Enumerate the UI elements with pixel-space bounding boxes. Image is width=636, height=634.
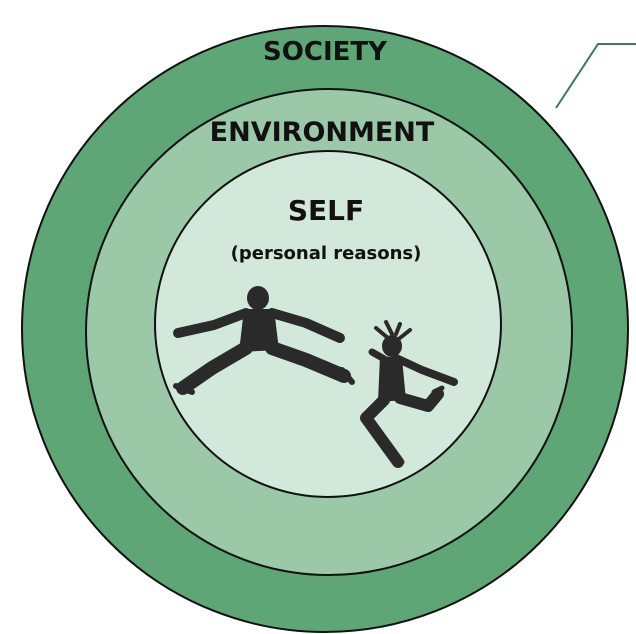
environment-label: ENVIRONMENT xyxy=(210,117,435,148)
self-circle xyxy=(154,150,502,498)
callout-line xyxy=(555,43,636,109)
self-label: SELF xyxy=(288,194,364,227)
jumping-person-icon xyxy=(173,286,355,395)
self-sublabel: (personal reasons) xyxy=(231,243,422,264)
society-label: SOCIETY xyxy=(263,37,388,67)
jumping-person-icon xyxy=(360,320,458,468)
